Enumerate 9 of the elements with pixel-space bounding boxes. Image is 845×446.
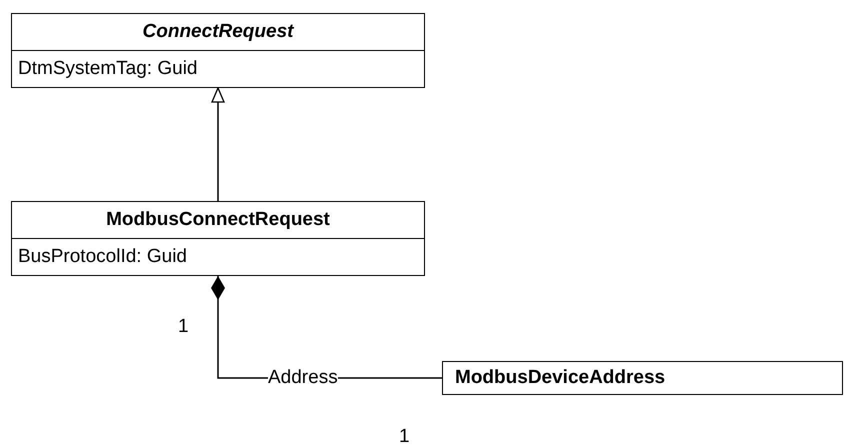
class-box: [11, 13, 425, 88]
class-name: ModbusDeviceAddress: [454, 366, 666, 390]
class-attribute: BusProtocolId: Guid: [12, 238, 424, 275]
generalization-arrow: [211, 87, 225, 201]
class-box: [442, 361, 843, 395]
class-name: ModbusConnectRequest: [105, 208, 331, 232]
class-name: ConnectRequest: [142, 20, 295, 44]
class-attribute: DtmSystemTag: Guid: [12, 50, 424, 87]
class-box: [11, 201, 425, 276]
